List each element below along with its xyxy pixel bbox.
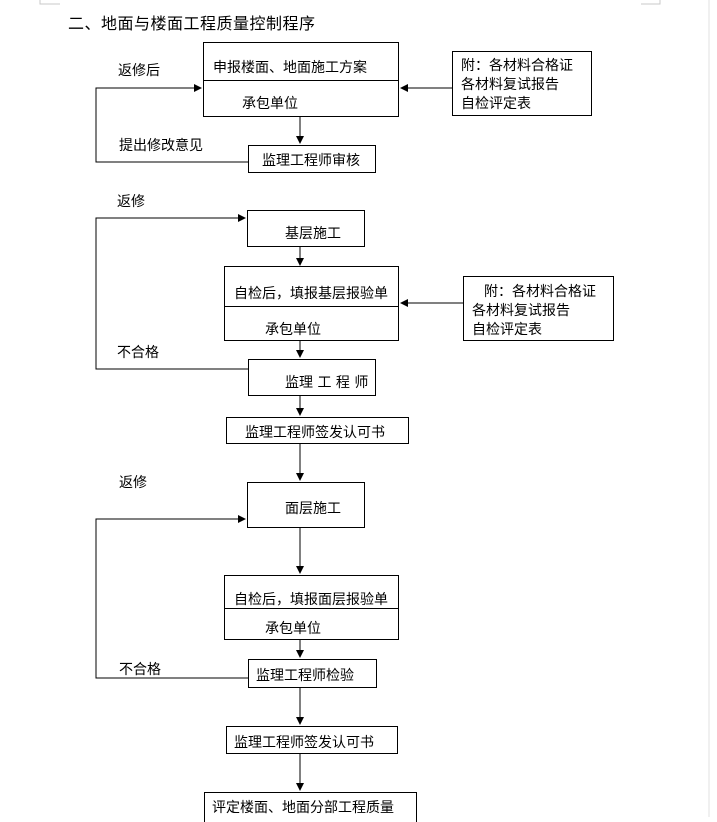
contractor-label: 承包单位 [265, 322, 321, 338]
engineer-review-text: 监理工程师审核 [262, 153, 360, 169]
unqualified-label: 不合格 [117, 345, 159, 361]
page-title: 二、地面与楼面工程质量控制程序 [68, 14, 316, 33]
box-divider [225, 306, 398, 307]
loop-rework-1 [95, 214, 248, 370]
rework-after-label: 返修后 [118, 63, 160, 79]
loop-rework-after [95, 84, 248, 163]
surface-construction-text: 面层施工 [285, 501, 341, 517]
revision-opinion-label: 提出修改意见 [119, 138, 203, 154]
attachment-line-3: 自检评定表 [461, 96, 531, 112]
base-construction-box: 基层施工 [247, 210, 365, 247]
attachment-line-3: 自检评定表 [472, 322, 542, 338]
final-assessment-text: 评定楼面、地面分部工程质量 [212, 800, 394, 816]
box-divider [204, 80, 398, 81]
approval-text: 监理工程师签发认可书 [245, 425, 385, 441]
box-divider [225, 608, 398, 609]
attachment-line-1: 附：各材料合格证 [461, 58, 573, 74]
approval-box-1: 监理工程师签发认可书 [226, 417, 409, 444]
base-construction-text: 基层施工 [285, 226, 341, 242]
loop-rework-2 [95, 515, 248, 679]
approval-text: 监理工程师签发认可书 [234, 735, 374, 751]
engineer-inspect-text: 监理工程师检验 [256, 668, 354, 684]
engineer-box-1: 监理 工 程 师 [248, 359, 376, 396]
contractor-label: 承包单位 [265, 621, 321, 637]
attachment-line-2: 各材料复试报告 [461, 77, 559, 93]
contractor-label: 承包单位 [242, 96, 298, 112]
surface-construction-box: 面层施工 [247, 482, 365, 528]
submit-plan-box: 申报楼面、地面施工方案 承包单位 [203, 42, 399, 117]
unqualified-label: 不合格 [119, 662, 161, 678]
attachment-box-1: 附：各材料合格证 各材料复试报告 自检评定表 [452, 51, 592, 116]
engineer-inspect-box: 监理工程师检验 [248, 659, 377, 688]
rework-label: 返修 [119, 475, 147, 491]
self-check-surface-text: 自检后，填报面层报验单 [234, 592, 388, 608]
final-assessment-box: 评定楼面、地面分部工程质量 [204, 792, 417, 822]
self-check-base-text: 自检后，填报基层报验单 [234, 286, 388, 302]
attachment-line-1: 附：各材料合格证 [484, 284, 596, 300]
approval-box-2: 监理工程师签发认可书 [226, 726, 398, 754]
submit-plan-text: 申报楼面、地面施工方案 [213, 60, 367, 76]
rework-label: 返修 [117, 194, 145, 210]
engineer-review-box: 监理工程师审核 [248, 145, 376, 173]
self-check-surface-box: 自检后，填报面层报验单 承包单位 [224, 575, 399, 640]
attachment-box-2: 附：各材料合格证 各材料复试报告 自检评定表 [463, 276, 614, 341]
attachment-line-2: 各材料复试报告 [472, 303, 570, 319]
self-check-base-box: 自检后，填报基层报验单 承包单位 [224, 266, 399, 341]
engineer-text: 监理 工 程 师 [285, 375, 369, 391]
